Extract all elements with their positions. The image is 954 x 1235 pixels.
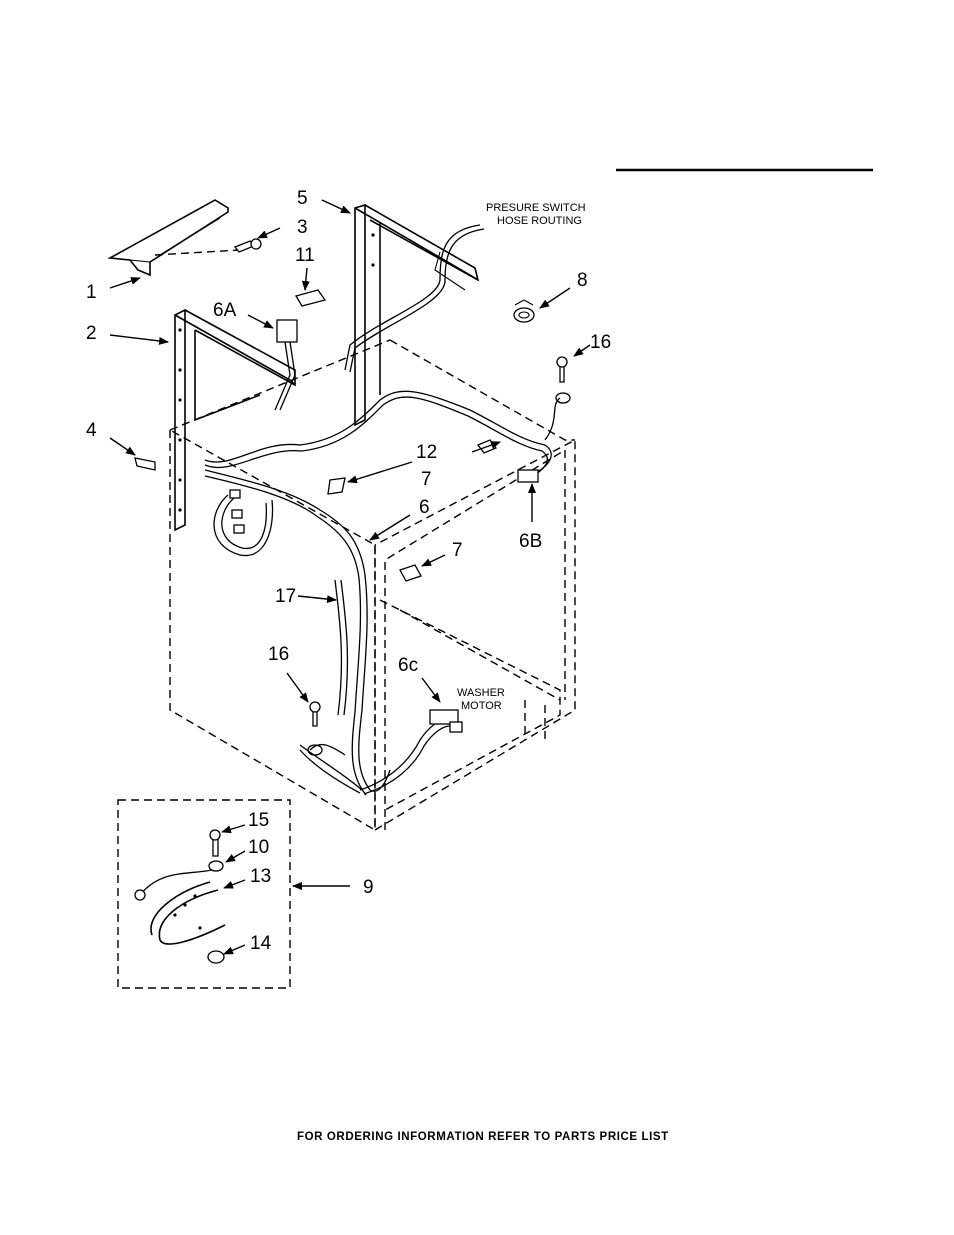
callout-17: 17 xyxy=(275,586,296,607)
drain-hose xyxy=(335,580,347,715)
screw-icon xyxy=(556,357,570,403)
callout-15: 15 xyxy=(248,810,269,831)
callout-7-mid: 7 xyxy=(452,540,463,561)
callout-6: 6 xyxy=(419,497,430,518)
callout-7-top: 7 xyxy=(421,469,432,490)
callout-8: 8 xyxy=(577,270,588,291)
pressure-switch-note-line2: HOSE ROUTING xyxy=(497,215,582,227)
callout-6a: 6A xyxy=(213,300,237,321)
callout-16-top: 16 xyxy=(590,332,611,353)
callout-11: 11 xyxy=(295,245,315,266)
callout-12: 12 xyxy=(416,442,437,463)
connector-6c-icon xyxy=(430,710,462,732)
callout-6b: 6B xyxy=(519,531,542,552)
top-bracket xyxy=(110,200,240,275)
callout-16-bottom: 16 xyxy=(268,644,289,665)
clip-icon xyxy=(400,565,421,581)
clip-icon xyxy=(328,478,345,494)
callout-2: 2 xyxy=(86,323,97,344)
ordering-info-footer: FOR ORDERING INFORMATION REFER TO PARTS … xyxy=(297,1131,669,1143)
screw-icon xyxy=(135,458,155,470)
callout-4: 4 xyxy=(86,420,97,441)
wire-harness xyxy=(205,391,560,795)
washer-motor-note-line1: WASHER xyxy=(457,687,505,699)
washer-motor-note-line2: MOTOR xyxy=(461,700,502,712)
connector-6b-icon xyxy=(518,470,538,482)
callout-9: 9 xyxy=(363,877,374,898)
callout-13: 13 xyxy=(250,866,271,887)
pressure-switch-note-line1: PRESURE SWITCH xyxy=(486,202,586,214)
callout-6c: 6c xyxy=(398,655,418,676)
hose-clamp-icon xyxy=(514,300,534,322)
callout-10: 10 xyxy=(248,837,269,858)
clip-icon xyxy=(296,290,325,306)
callout-1: 1 xyxy=(86,282,97,303)
cabinet-outline xyxy=(170,340,575,830)
screw-icon xyxy=(235,239,261,252)
callout-3: 3 xyxy=(297,217,308,238)
small-connectors xyxy=(230,490,244,533)
callout-14: 14 xyxy=(250,933,272,954)
callout-5: 5 xyxy=(297,188,308,209)
screw-icon xyxy=(308,702,322,755)
